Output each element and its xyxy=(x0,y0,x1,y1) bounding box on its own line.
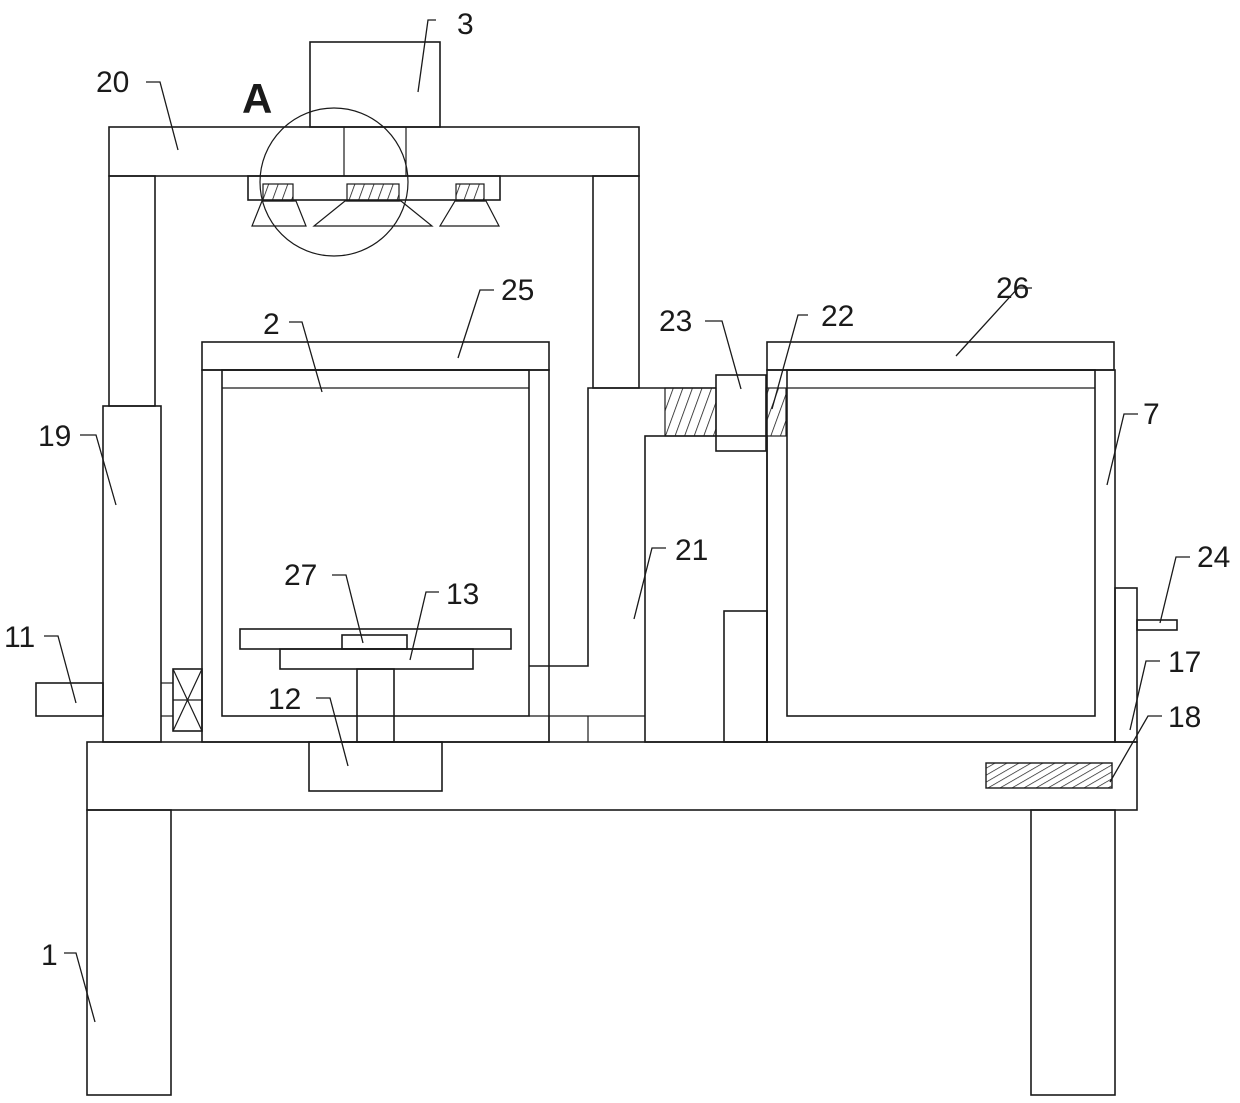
label-1: 1 xyxy=(41,939,58,972)
label-19: 19 xyxy=(38,420,71,453)
label-21: 21 xyxy=(675,534,708,567)
spring-left xyxy=(665,388,716,436)
nozzle-left xyxy=(252,201,306,226)
label-23: 23 xyxy=(659,305,692,338)
motor-housing-12 xyxy=(309,742,442,791)
outlet-24 xyxy=(1137,620,1177,630)
platform-13 xyxy=(280,649,473,669)
right-tank xyxy=(767,342,1115,742)
table-leg-left xyxy=(87,810,171,1095)
column-19 xyxy=(103,406,161,742)
label-27: 27 xyxy=(284,559,317,592)
block-27 xyxy=(342,635,407,649)
right-upright xyxy=(593,176,639,388)
pipe-11 xyxy=(36,683,103,716)
shaft xyxy=(357,669,394,742)
side-box-17 xyxy=(1115,588,1137,742)
tank-7-inner xyxy=(787,370,1095,716)
label-25: 25 xyxy=(501,274,534,307)
label-12: 12 xyxy=(268,683,301,716)
nozzle-right xyxy=(440,201,499,226)
motor-3 xyxy=(310,42,440,127)
label-13: 13 xyxy=(446,578,479,611)
pump-21 xyxy=(645,436,767,742)
pump-inner xyxy=(724,611,767,742)
label-22: 22 xyxy=(821,300,854,333)
frame-20 xyxy=(103,42,639,742)
label-11: 11 xyxy=(4,621,35,654)
tray xyxy=(240,629,511,649)
label-20: 20 xyxy=(96,66,129,99)
tank-outer xyxy=(202,370,549,742)
top-beam xyxy=(109,127,639,176)
nozzle-spring-mid xyxy=(347,184,399,201)
left-tank xyxy=(36,342,549,742)
label-18: 18 xyxy=(1168,701,1201,734)
tank-7 xyxy=(767,370,1115,742)
label-24: 24 xyxy=(1197,541,1230,574)
nozzle-mid xyxy=(314,201,432,226)
coupling-23 xyxy=(716,375,766,451)
heater-18 xyxy=(986,763,1112,788)
label-3: 3 xyxy=(457,8,474,41)
part-labels: A 3 20 25 2 26 23 22 7 19 24 21 27 13 11… xyxy=(4,8,1230,972)
tank-inner xyxy=(222,370,529,716)
nozzle-spring-left xyxy=(263,184,293,201)
pump-assembly xyxy=(529,375,786,742)
nozzle-spring-right xyxy=(456,184,484,201)
table-leg-right xyxy=(1031,810,1115,1095)
lid-25 xyxy=(202,342,549,370)
table-base xyxy=(87,588,1177,1095)
detail-circle-a xyxy=(260,108,408,256)
table-top xyxy=(87,742,1137,810)
leader-lines xyxy=(44,20,1190,1022)
label-26: 26 xyxy=(996,272,1029,305)
left-upright xyxy=(109,176,155,406)
label-2: 2 xyxy=(263,308,280,341)
label-17: 17 xyxy=(1168,646,1201,679)
label-7: 7 xyxy=(1143,398,1160,431)
detail-marker-label: A xyxy=(242,75,272,122)
lid-26 xyxy=(767,342,1114,370)
